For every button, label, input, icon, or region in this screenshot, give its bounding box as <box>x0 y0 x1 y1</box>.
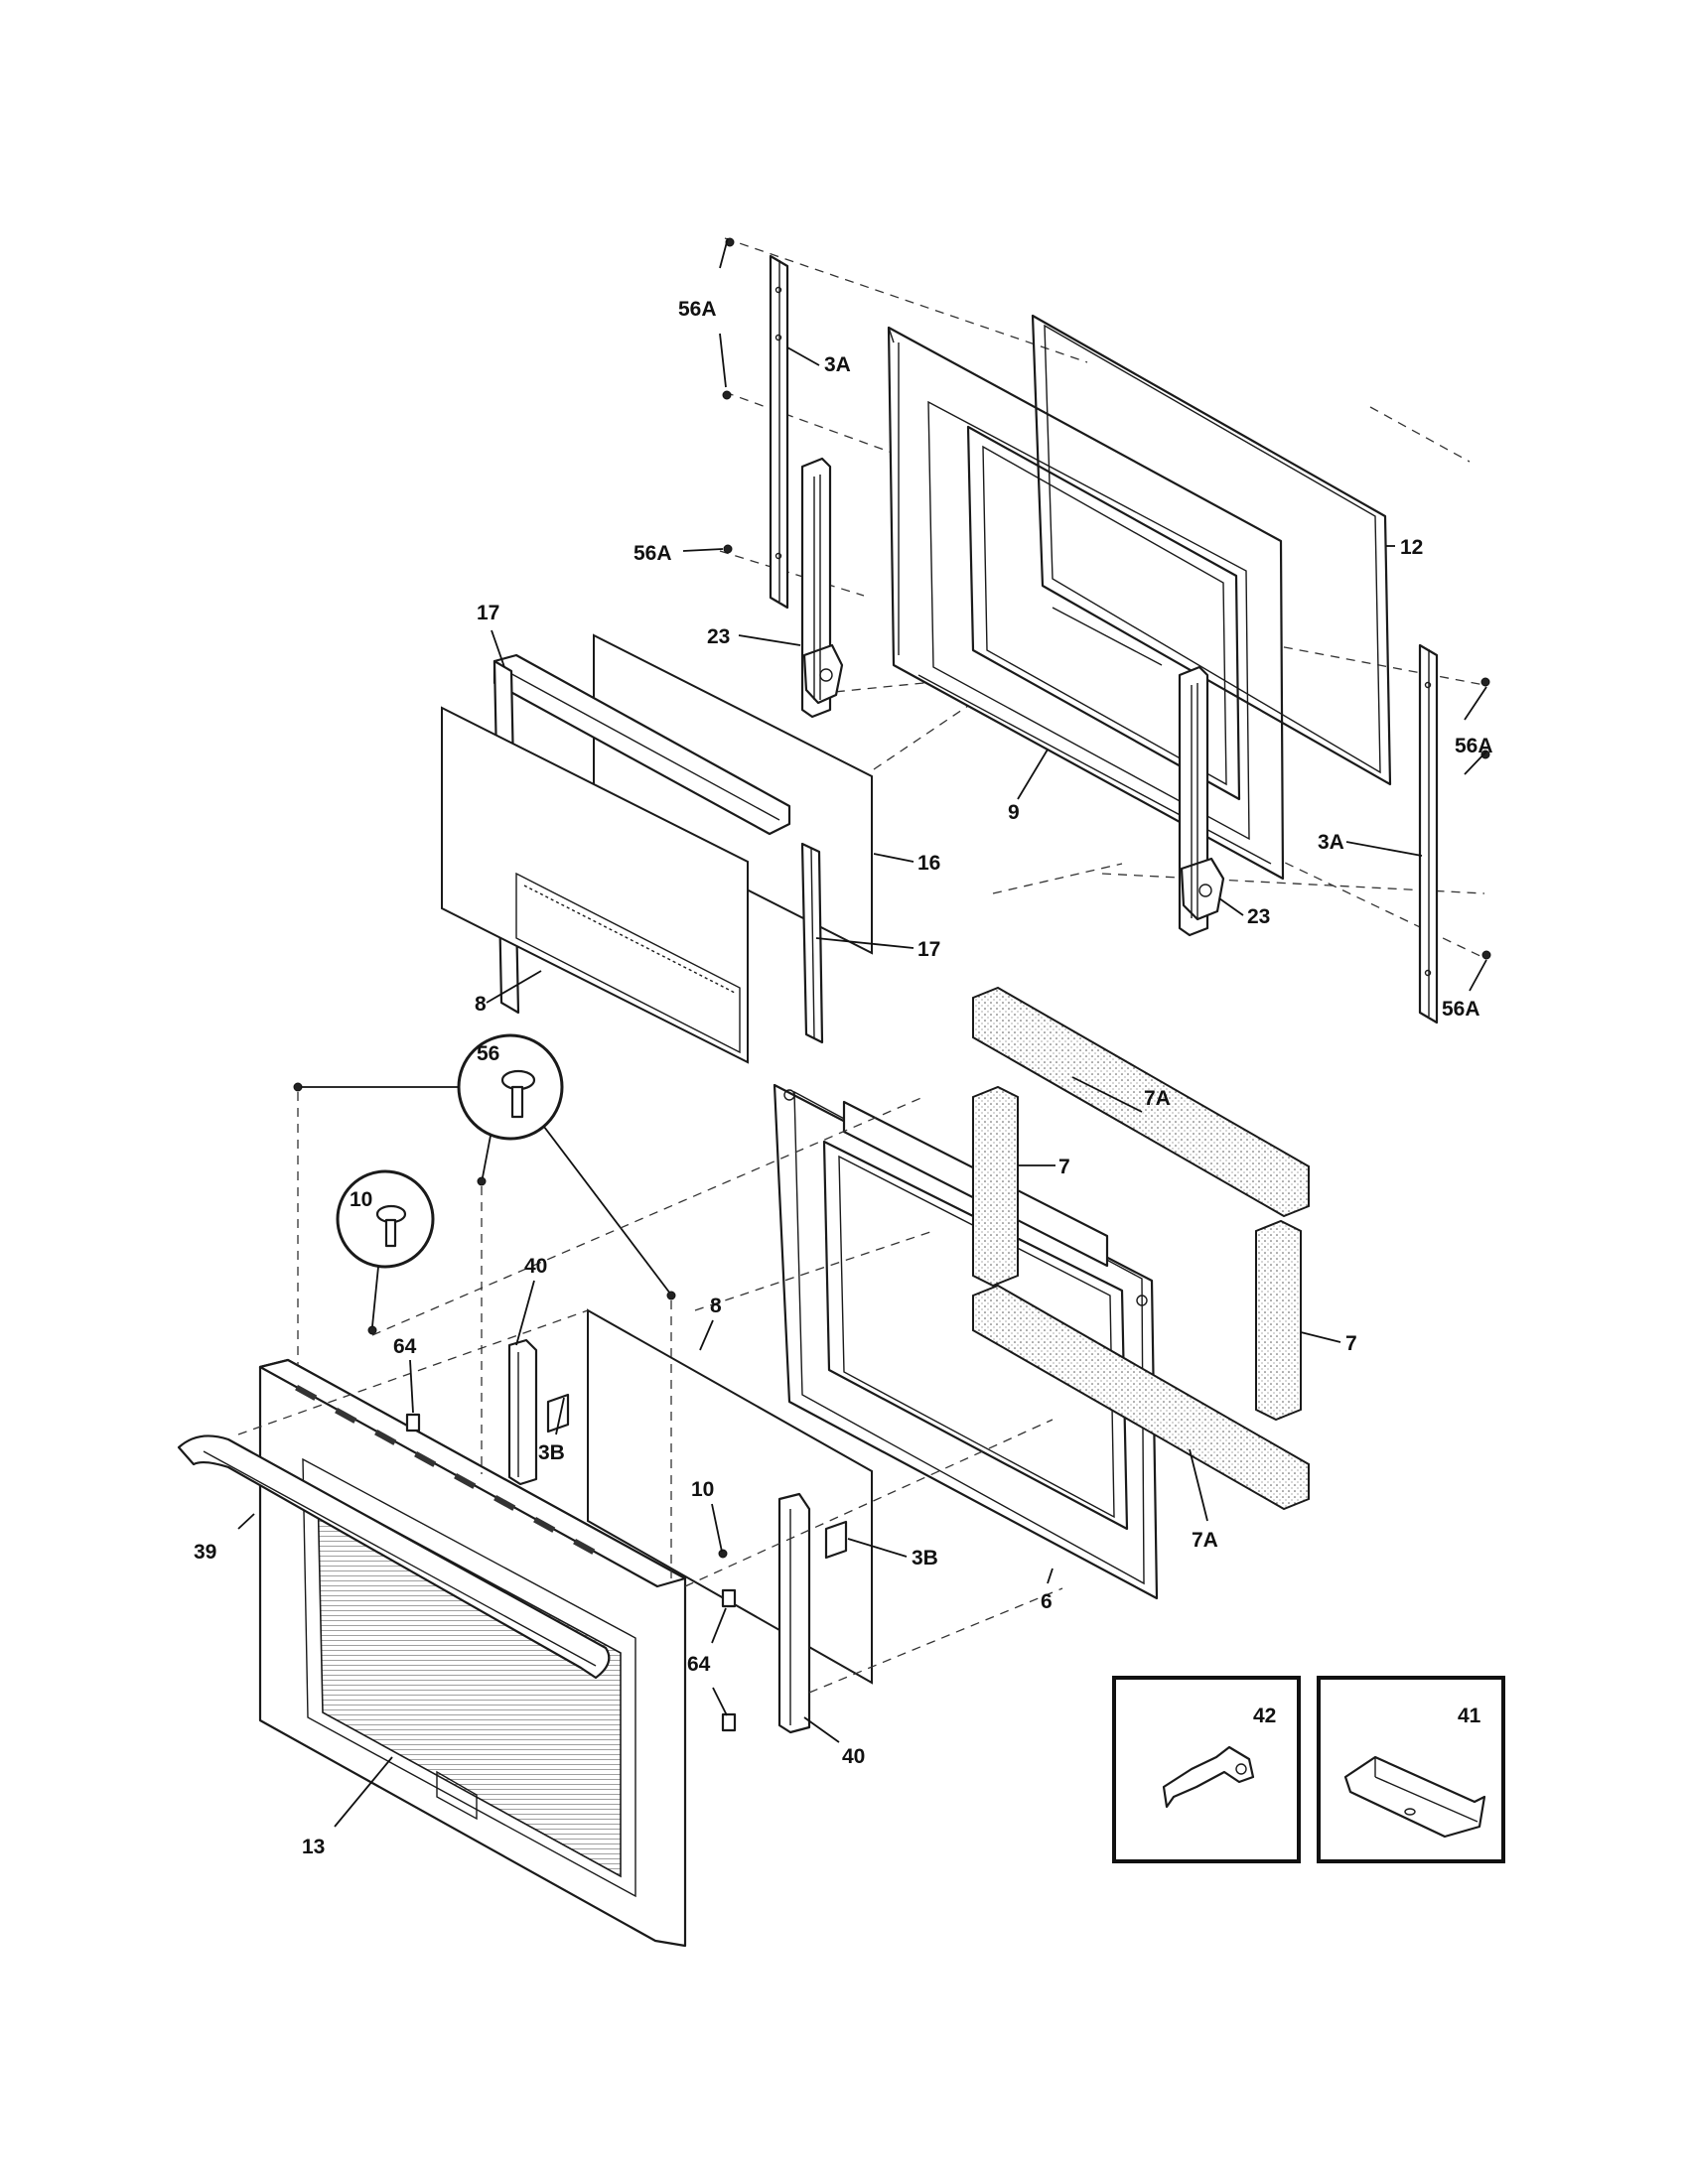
hinge-23-right <box>1178 665 1225 937</box>
screw-detail-10 <box>336 1169 728 1559</box>
callout-7A-1: 7A <box>1144 1087 1171 1110</box>
inset-part-41 <box>1317 1676 1505 1863</box>
callout-7-1: 7 <box>1058 1156 1070 1178</box>
outer-door-13 <box>258 1358 687 1948</box>
callout-39: 39 <box>194 1541 216 1564</box>
insulation-7-left <box>972 1085 1019 1288</box>
spacer-64-upper <box>405 1413 421 1433</box>
insulation-7a-top <box>972 986 1310 1218</box>
callout-3A-2: 3A <box>1318 831 1344 854</box>
callout-10-2: 10 <box>691 1478 714 1501</box>
door-liner-9 <box>887 326 1285 881</box>
callout-8-2: 8 <box>710 1295 722 1317</box>
hinge-bracket-3a-right <box>1418 643 1439 1024</box>
callout-23-1: 23 <box>707 625 730 648</box>
clip-3b-lower <box>824 1520 848 1560</box>
callout-40-2: 40 <box>842 1745 865 1768</box>
callout-56A-4: 56A <box>1442 998 1480 1021</box>
spacer-64-lower-a <box>721 1588 737 1608</box>
callout-42: 42 <box>1253 1705 1276 1727</box>
assembly-lines-lower <box>237 1096 1063 1694</box>
callout-3A-1: 3A <box>824 353 851 376</box>
door-handle-39 <box>177 1434 611 1680</box>
insulation-7a-bottom <box>972 1284 1310 1511</box>
hinge-bracket-3a-left <box>769 254 789 610</box>
callout-13: 13 <box>302 1836 325 1858</box>
spacer-64-lower-b <box>721 1712 737 1732</box>
door-bracket-40-upper <box>507 1338 538 1486</box>
callout-40-1: 40 <box>524 1255 547 1278</box>
hinge-23-left <box>800 457 844 719</box>
outer-glass-8-upper <box>441 706 749 1064</box>
callout-41: 41 <box>1458 1705 1481 1727</box>
inset-part-42 <box>1112 1676 1301 1863</box>
callout-8-1: 8 <box>475 993 487 1016</box>
callout-56: 56 <box>477 1042 499 1065</box>
callout-64-2: 64 <box>687 1653 711 1676</box>
callout-12: 12 <box>1400 536 1423 559</box>
callout-64-1: 64 <box>393 1335 417 1358</box>
callout-7A-2: 7A <box>1192 1529 1218 1552</box>
callout-10-1: 10 <box>350 1188 372 1211</box>
callout-56A-3: 56A <box>1455 735 1493 757</box>
callout-17-1: 17 <box>477 602 499 624</box>
screw-detail-56 <box>293 1033 676 1578</box>
callout-9: 9 <box>1008 801 1020 824</box>
screw-56a-group-right <box>1480 677 1491 960</box>
callout-6: 6 <box>1041 1590 1053 1613</box>
callout-23-2: 23 <box>1247 905 1270 928</box>
callout-3B-2: 3B <box>912 1547 938 1570</box>
callout-3B-1: 3B <box>538 1441 565 1464</box>
insulation-7-right <box>1255 1219 1302 1422</box>
callout-16: 16 <box>917 852 940 875</box>
callout-17-2: 17 <box>917 938 940 961</box>
callout-56A-2: 56A <box>633 542 672 565</box>
door-bracket-40-lower <box>777 1492 811 1734</box>
callout-labels: 56A 3A 56A 12 17 23 9 56A 3A 16 23 17 8 … <box>194 298 1493 1858</box>
callout-56A-1: 56A <box>678 298 717 321</box>
callout-7-2: 7 <box>1345 1332 1357 1355</box>
leader-lines <box>237 237 1487 1828</box>
door-gasket-12 <box>1031 314 1392 786</box>
screw-56a-group-left <box>722 237 735 554</box>
